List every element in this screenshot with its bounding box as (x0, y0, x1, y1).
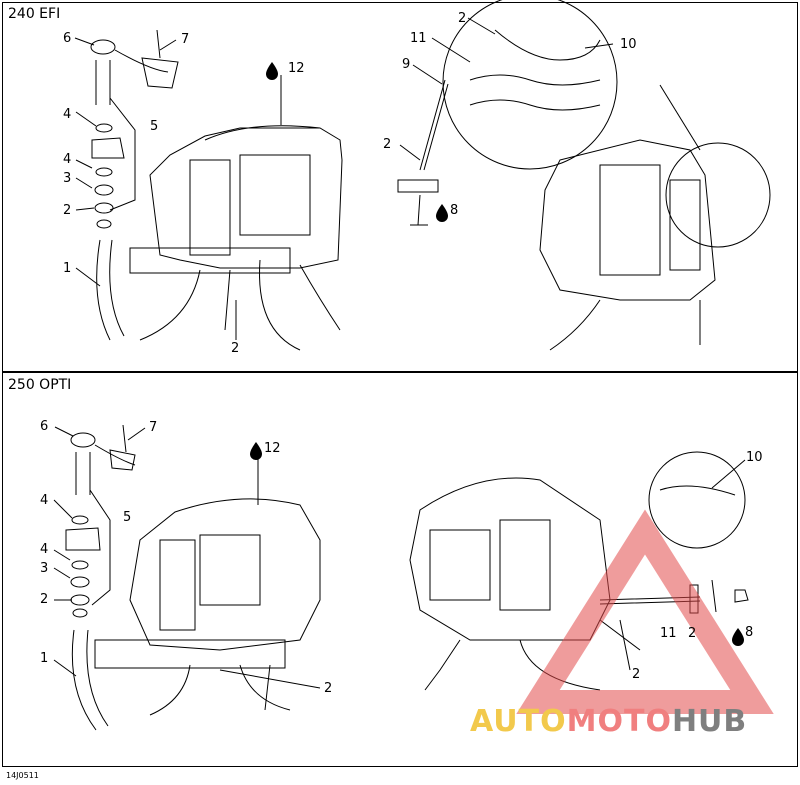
callout-bottom-7: 7 (149, 420, 158, 435)
watermark-text: AUTOMOTOHUB (470, 704, 748, 739)
top-filler-parts (90, 29, 179, 341)
callout-bottom-11: 11 (660, 626, 677, 641)
bottom-leader-lines (53, 426, 746, 689)
callout-bottom-2d: 2 (632, 667, 641, 682)
droplet-icons (250, 62, 744, 646)
watermark-logo-icon (516, 509, 774, 714)
top-leader-lines (74, 17, 614, 340)
callout-top-2a: 2 (63, 203, 72, 218)
callout-top-2d: 2 (383, 137, 392, 152)
callout-top-8: 8 (450, 203, 459, 218)
callout-bottom-2b: 2 (324, 681, 333, 696)
bottom-left-engine (94, 498, 321, 716)
callout-bottom-1: 1 (40, 651, 49, 666)
callout-top-9: 9 (402, 57, 411, 72)
figure-code: 14J0511 (6, 771, 39, 780)
section-title-250-opti: 250 OPTI (8, 377, 72, 393)
callout-bottom-4a: 4 (40, 493, 49, 508)
callout-top-2c: 2 (458, 11, 467, 26)
callout-bottom-3: 3 (40, 561, 49, 576)
callout-top-4b: 4 (63, 152, 72, 167)
callout-bottom-4b: 4 (40, 542, 49, 557)
callout-top-12: 12 (288, 61, 305, 76)
bottom-filler-parts (65, 424, 136, 731)
bottom-right-engine (409, 451, 749, 691)
callout-bottom-10: 10 (746, 450, 763, 465)
callout-bottom-2c: 2 (688, 626, 697, 641)
callout-top-2b: 2 (231, 341, 240, 356)
callout-top-10: 10 (620, 37, 637, 52)
callout-bottom-12: 12 (264, 441, 281, 456)
callout-top-1: 1 (63, 261, 72, 276)
panel-250-opti (2, 372, 798, 767)
callout-bottom-2a: 2 (40, 592, 49, 607)
callout-top-3: 3 (63, 171, 72, 186)
callout-bottom-8: 8 (745, 625, 754, 640)
callout-top-5: 5 (150, 119, 159, 134)
callout-top-4a: 4 (63, 107, 72, 122)
section-title-240-efi: 240 EFI (8, 6, 61, 22)
callout-bottom-5: 5 (123, 510, 132, 525)
callout-top-6: 6 (63, 31, 72, 46)
panel-240-efi (2, 2, 798, 372)
top-left-engine (129, 125, 343, 351)
callout-top-7: 7 (181, 32, 190, 47)
top-right-engine (397, 0, 771, 351)
callout-top-11: 11 (410, 31, 427, 46)
callout-bottom-6: 6 (40, 419, 49, 434)
